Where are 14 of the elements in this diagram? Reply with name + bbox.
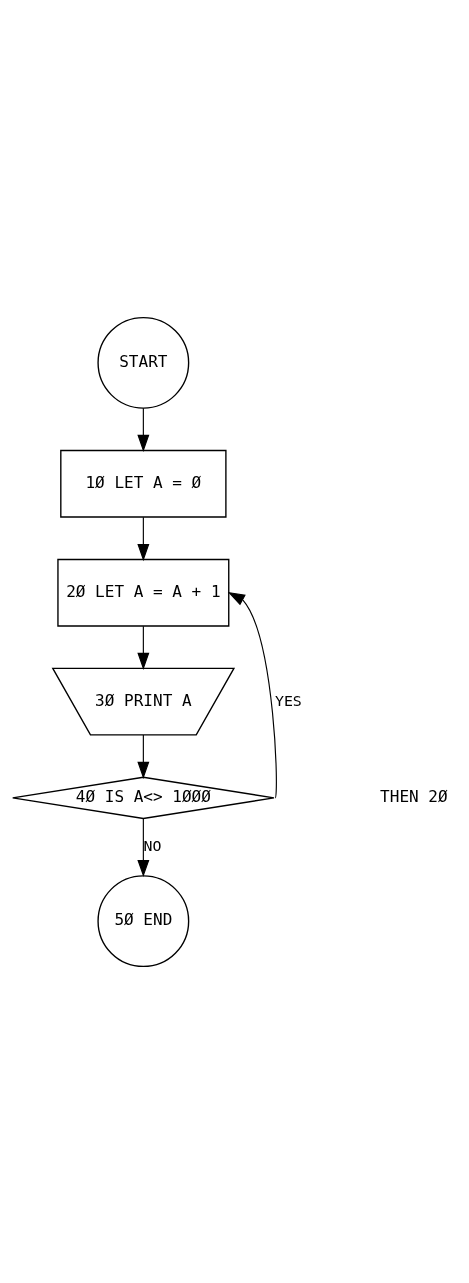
node-circle: 5Ø END bbox=[97, 874, 190, 967]
arrow bbox=[137, 625, 150, 670]
node-circle: START bbox=[97, 316, 190, 409]
label: THEN 2Ø bbox=[380, 786, 448, 806]
arrow bbox=[137, 407, 150, 452]
edge-label: YES bbox=[274, 691, 302, 710]
node-box: 1Ø LET A = Ø bbox=[60, 449, 227, 518]
arrow bbox=[227, 591, 277, 798]
edge-label: NO bbox=[143, 836, 162, 855]
arrow bbox=[137, 734, 150, 779]
arrow bbox=[137, 817, 150, 877]
arrow bbox=[137, 516, 150, 561]
node-box: 2Ø LET A = A + 1 bbox=[57, 558, 230, 627]
node-diamond: 4Ø IS A<> 1ØØØ bbox=[12, 776, 275, 819]
